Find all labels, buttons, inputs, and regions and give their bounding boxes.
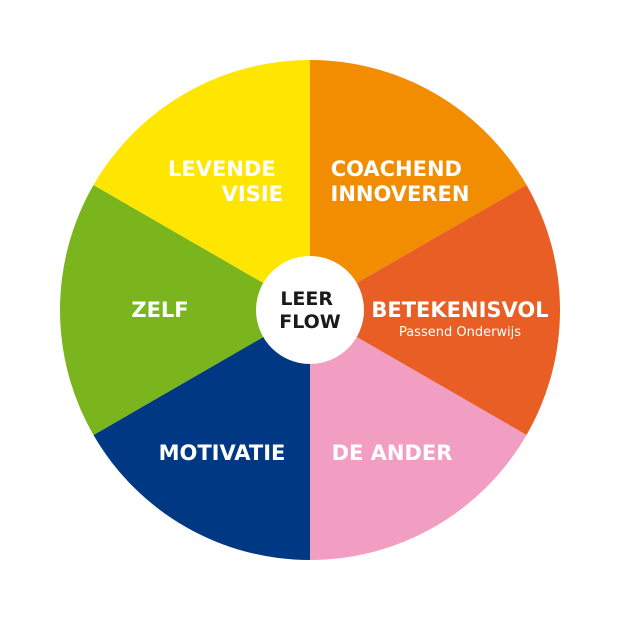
- segment-label-zelf: ZELF: [131, 298, 188, 322]
- segment-sublabel-passend-onderwijs: Passend Onderwijs: [399, 325, 521, 340]
- center-label-line: FLOW: [279, 311, 341, 333]
- segment-betekenisvol: [310, 185, 561, 435]
- center-label-line: LEER: [280, 288, 333, 310]
- segment-label-de-ander: DE ANDER: [332, 441, 453, 465]
- segment-de-ander: [310, 310, 527, 560]
- segment-label-line: VISIE: [222, 182, 283, 206]
- segment-label-line: INNOVEREN: [331, 182, 470, 206]
- segment-label-betekenisvol: BETEKENISVOL: [371, 298, 548, 322]
- wheel-segments: [59, 60, 561, 561]
- segment-levende-visie: [93, 60, 311, 310]
- segment-label-line: COACHEND: [331, 157, 462, 181]
- center-hub: LEER FLOW: [256, 256, 364, 364]
- center-label-leer-flow: LEER FLOW: [279, 288, 341, 333]
- segment-label-levende-visie: LEVENDE VISIE: [168, 157, 283, 206]
- segment-label-coachend-innoveren: COACHEND INNOVEREN: [331, 157, 470, 206]
- center-circle: [256, 256, 364, 364]
- segment-zelf: [59, 185, 310, 435]
- segment-label-line: LEVENDE: [168, 157, 276, 181]
- segment-motivatie: [93, 310, 311, 561]
- segment-labels: COACHEND INNOVEREN BETEKENISVOL Passend …: [131, 157, 548, 465]
- segment-label-motivatie: MOTIVATIE: [159, 441, 286, 465]
- segment-coachend-innoveren: [310, 60, 527, 310]
